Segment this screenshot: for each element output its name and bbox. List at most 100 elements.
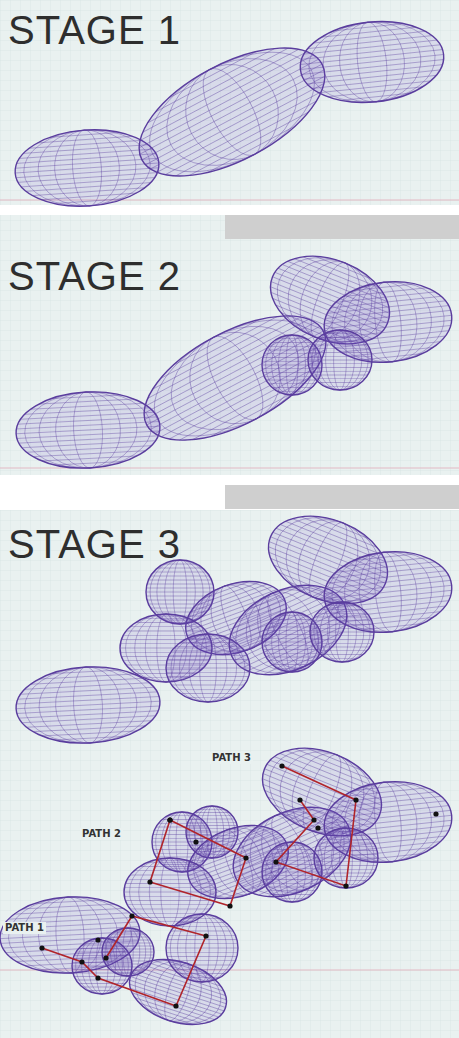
parallel-line: [74, 976, 130, 977]
wireframe-ellipsoid: [308, 330, 372, 390]
ellipsoid-fill: [13, 125, 162, 211]
ellipsoid-outline: [13, 125, 162, 211]
parallel-line: [105, 940, 150, 941]
header-bar: [225, 215, 459, 239]
parallel-line: [102, 949, 154, 950]
parallel-line: [156, 49, 275, 112]
parallel-line: [246, 586, 300, 611]
parallel-line: [15, 163, 159, 173]
path-node-dot: [279, 763, 284, 768]
parallel-line: [178, 973, 226, 974]
parallel-line: [321, 839, 371, 840]
path-node-dot: [129, 913, 134, 918]
parallel-line: [15, 158, 158, 168]
parallel-line: [16, 701, 160, 709]
parallel-line: [327, 571, 445, 583]
parallel-line: [325, 306, 448, 319]
parallel-line: [167, 939, 237, 940]
parallel-line: [127, 904, 212, 905]
parallel-line: [144, 618, 189, 619]
parallel-line: [202, 581, 249, 598]
parallel-line: [148, 580, 211, 581]
parallel-line: [33, 451, 145, 457]
path-label: PATH 2: [80, 828, 123, 840]
parallel-line: [277, 615, 306, 616]
parallel-line: [18, 692, 157, 699]
parallel-line: [14, 908, 123, 914]
parallel-line: [166, 668, 250, 669]
parallel-line: [22, 904, 114, 909]
parallel-line: [169, 960, 236, 961]
parallel-line: [26, 183, 150, 192]
parallel-line: [277, 338, 306, 339]
parallel-line: [315, 865, 377, 866]
parallel-line: [308, 363, 371, 364]
parallel-line: [264, 376, 320, 377]
parallel-line: [124, 892, 216, 893]
parallel-line: [269, 660, 316, 661]
path-node-dot: [433, 811, 438, 816]
parallel-line: [310, 628, 373, 629]
parallel-line: [312, 375, 367, 376]
parallel-line: [263, 879, 321, 880]
parallel-line: [272, 619, 312, 620]
parallel-line: [130, 984, 222, 1014]
parallel-line: [134, 913, 206, 914]
parallel-line: [42, 731, 137, 736]
parallel-line: [277, 668, 306, 669]
parallel-line: [308, 36, 432, 49]
parallel-line: [167, 676, 248, 677]
parallel-line: [312, 643, 371, 644]
path-node-dot: [243, 855, 248, 860]
ellipsoid-fill: [296, 15, 448, 110]
parallel-line: [316, 846, 375, 847]
parallel-line: [321, 609, 363, 610]
ellipsoid-fill: [308, 330, 372, 390]
parallel-line: [108, 937, 149, 938]
path-node-dot: [167, 817, 172, 822]
route-line: [150, 820, 246, 906]
parallel-line: [307, 748, 363, 770]
parallel-line: [19, 149, 152, 158]
parallel-line: [272, 849, 312, 850]
parallel-line: [111, 934, 145, 935]
stage-heading: STAGE 1: [8, 10, 181, 50]
parallel-line: [125, 900, 214, 901]
ellipsoid-outline: [296, 15, 448, 110]
path-label: PATH 1: [3, 922, 46, 934]
parallel-line: [147, 584, 213, 585]
parallel-line: [314, 861, 377, 862]
parallel-line: [175, 689, 241, 690]
parallel-line: [153, 572, 206, 573]
path-node-dot: [167, 817, 172, 822]
parallel-line: [127, 879, 212, 880]
path-node-dot: [315, 825, 320, 830]
parallel-line: [17, 154, 156, 164]
parallel-line: [126, 631, 206, 632]
grid-panel: [0, 510, 459, 1038]
parallel-line: [324, 815, 451, 828]
parallel-line: [315, 378, 365, 379]
parallel-line: [314, 617, 369, 618]
parallel-line: [189, 112, 308, 175]
parallel-line: [132, 993, 214, 1020]
parallel-line: [309, 352, 371, 353]
parallel-line: [157, 84, 324, 173]
route-line: [276, 766, 356, 886]
parallel-line: [318, 873, 373, 874]
parallel-line: [315, 256, 371, 278]
parallel-line: [314, 647, 369, 648]
path-node-dot: [147, 879, 152, 884]
parallel-line: [16, 697, 159, 704]
parallel-line: [324, 810, 450, 823]
parallel-line: [115, 931, 140, 932]
parallel-line: [134, 870, 206, 871]
parallel-line: [324, 585, 451, 598]
parallel-line: [269, 853, 316, 854]
parallel-line: [180, 693, 236, 694]
grid-panel: [0, 0, 459, 205]
parallel-line: [277, 391, 306, 392]
parallel-line: [325, 386, 356, 387]
parallel-line: [266, 380, 318, 381]
